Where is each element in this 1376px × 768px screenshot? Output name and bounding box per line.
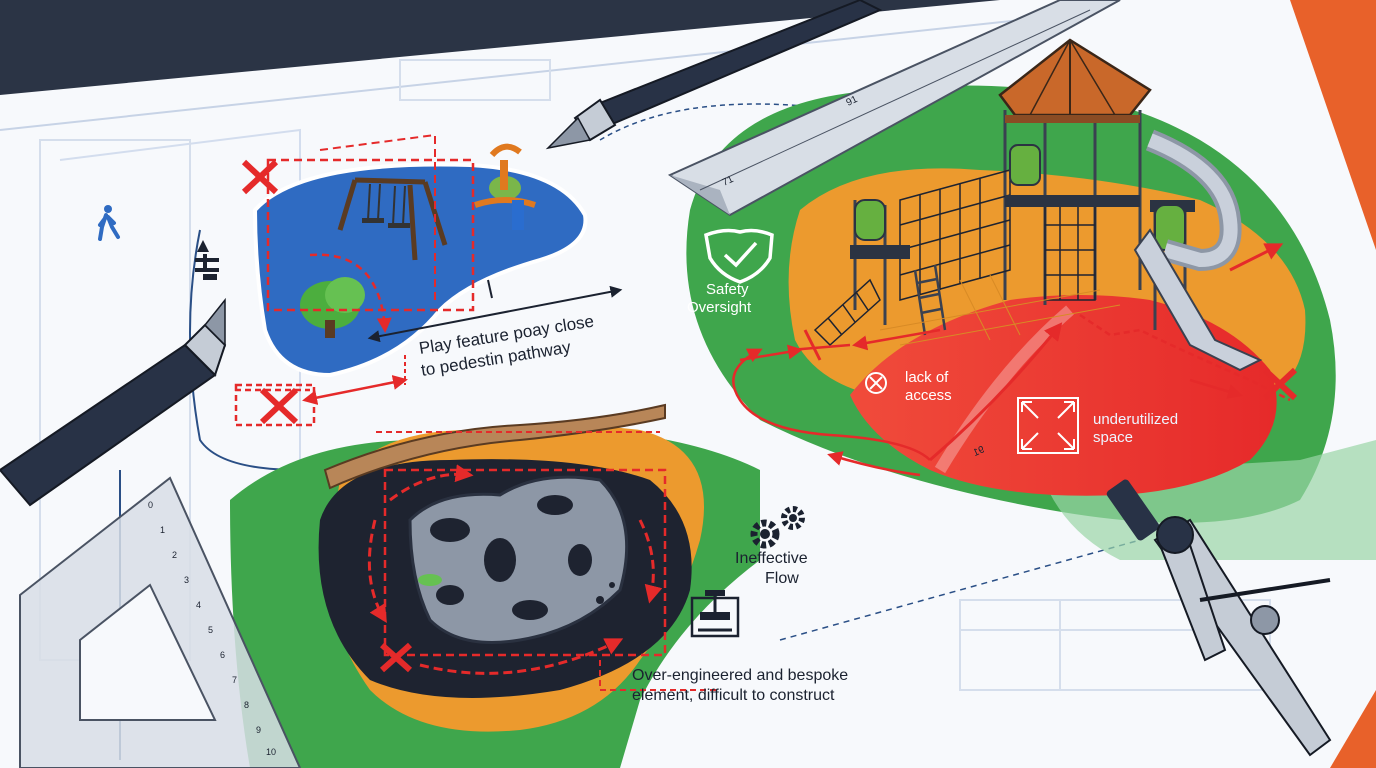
triangle-tick: 10 — [266, 747, 276, 757]
x-mark-icon — [380, 642, 412, 673]
ruler-tick: 91 — [971, 444, 986, 459]
triangle-tick: 2 — [172, 550, 177, 560]
sculpture-area — [318, 403, 720, 732]
expand-arrows-icon — [1017, 397, 1079, 454]
under-label-line2: space — [1093, 429, 1133, 446]
triangle-tick: 3 — [184, 575, 189, 585]
swing-set — [337, 177, 448, 261]
cross-circle-icon — [865, 372, 887, 394]
x-mark-icon — [1262, 367, 1298, 401]
over-label-line2: element, difficult to construct — [632, 687, 835, 704]
tower-canopy — [998, 38, 1152, 123]
play-area-upper-left — [234, 133, 623, 427]
set-square: 0 1 2 3 4 5 6 7 8 9 10 — [19, 476, 302, 768]
slide — [1133, 129, 1263, 372]
triangle-tick: 8 — [244, 700, 249, 710]
ineffective-flow-label: Ineffective Flow — [735, 550, 808, 587]
pedestrian-icon — [98, 205, 120, 241]
triangle-tick: 9 — [256, 725, 261, 735]
lack-label-line2: access — [905, 387, 952, 404]
triangle-tick: 5 — [208, 625, 213, 635]
over-engineered-label: Over-engineered and bespoke element, dif… — [632, 667, 848, 704]
ruler-tick: 91 — [845, 94, 860, 109]
ladder — [913, 264, 947, 336]
bespoke-sculpture — [408, 475, 629, 644]
x-mark-icon — [259, 387, 299, 425]
underutilized-space-label: underutilized space — [1093, 411, 1178, 446]
safety-oversight-label: Safety Oversight — [687, 281, 752, 316]
x-mark-icon — [241, 159, 279, 195]
triangle-tick: 4 — [196, 600, 201, 610]
over-label-line1: Over-engineered and bespoke — [632, 667, 848, 684]
flow-label-line2: Flow — [765, 570, 799, 587]
flow-label-line1: Ineffective — [735, 550, 808, 567]
under-label-line1: underutilized — [1093, 411, 1178, 428]
pen-left — [0, 297, 227, 507]
spring-rider — [474, 143, 536, 230]
triangle-tick: 0 — [148, 500, 153, 510]
pen-top — [545, 0, 883, 150]
triangle-tick: 6 — [220, 650, 225, 660]
lack-label-line1: lack of — [905, 369, 949, 386]
gears-icon — [750, 506, 805, 549]
safety-label-line1: Safety — [706, 281, 749, 298]
triangle-tick: 7 — [232, 675, 237, 685]
safety-matting — [879, 274, 1121, 346]
signal-icon — [195, 240, 219, 280]
lack-of-access-label: lack of access — [905, 369, 952, 404]
anvil-icon — [690, 590, 740, 638]
safety-label-line2: Oversight — [687, 299, 752, 316]
tree — [300, 277, 365, 338]
shield-check-icon — [704, 228, 774, 284]
scale-ruler: 91 91 71 — [667, 0, 1121, 459]
triangle-tick: 1 — [160, 525, 165, 535]
ruler-tick: 71 — [721, 174, 736, 189]
play-structure-area — [732, 38, 1306, 496]
drafting-compass — [1106, 479, 1332, 757]
